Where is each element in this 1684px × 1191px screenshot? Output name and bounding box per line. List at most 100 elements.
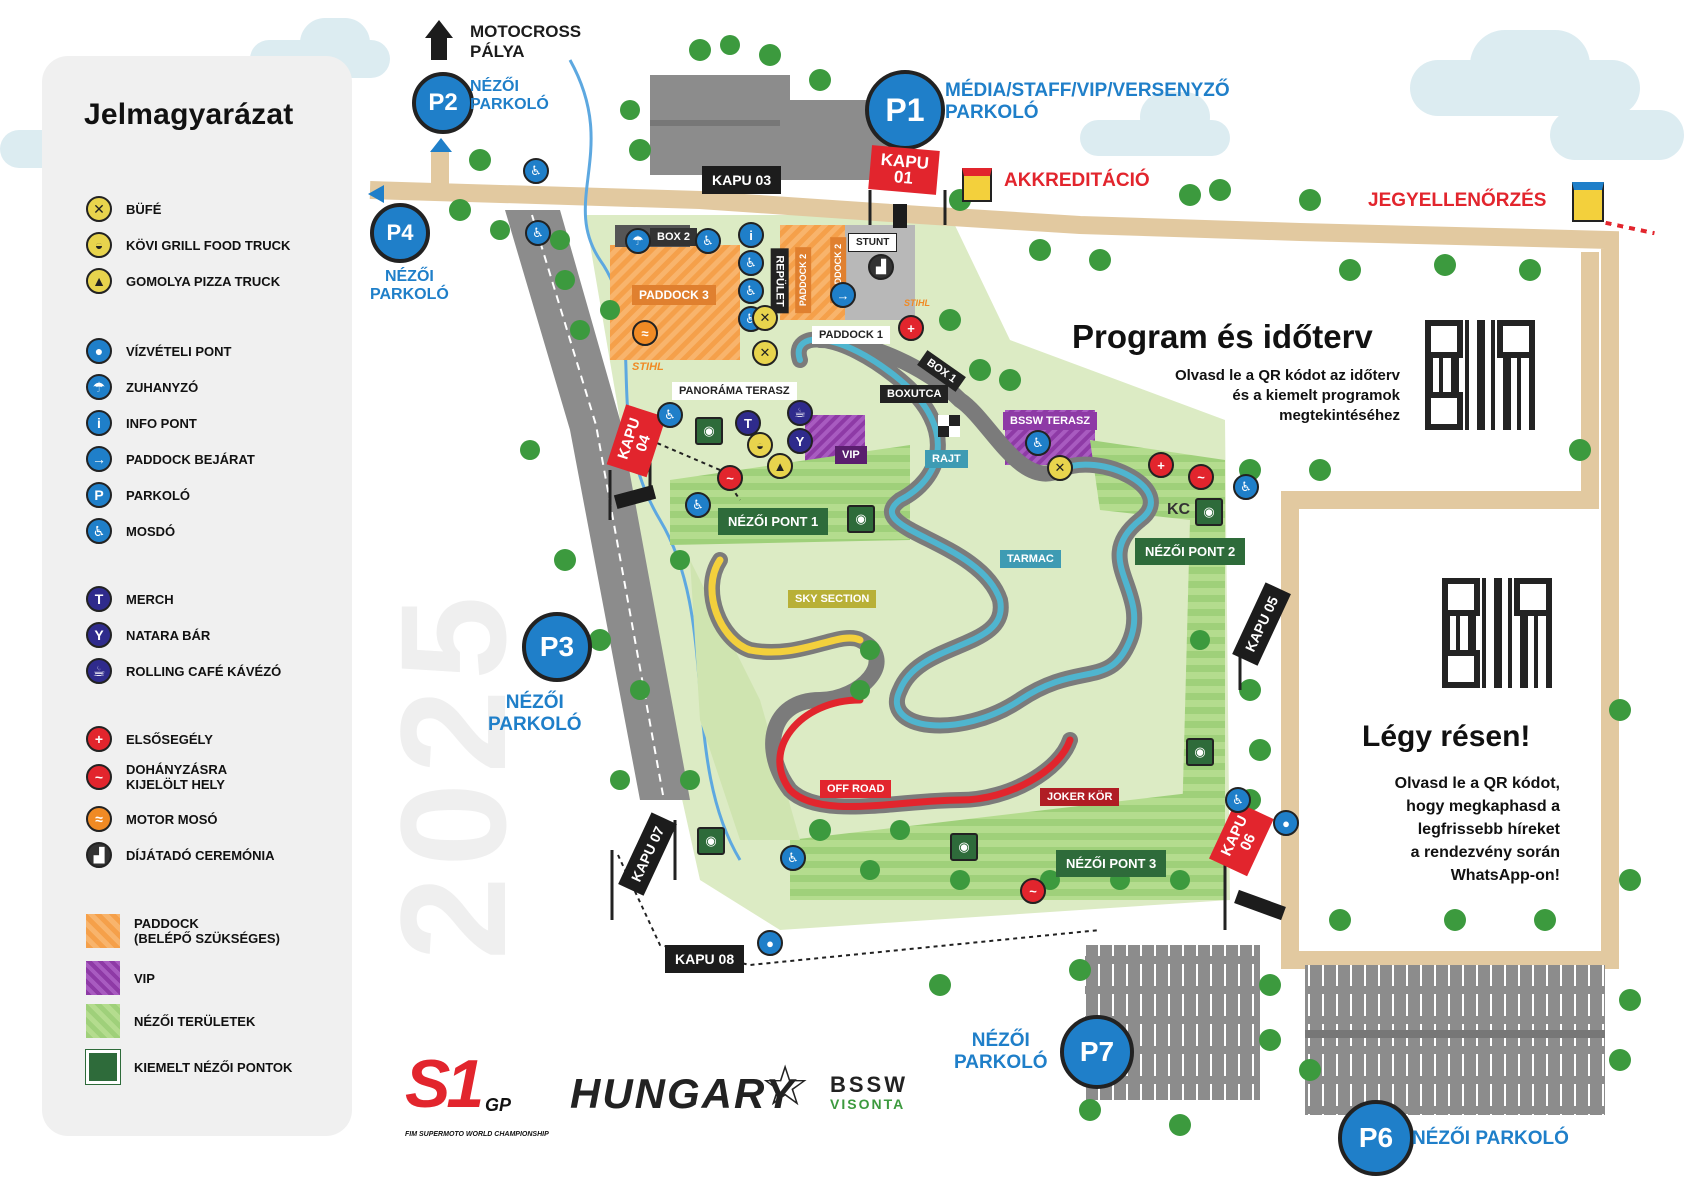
restroom-icon[interactable]: ♿ — [1233, 474, 1259, 500]
entrance-icon[interactable]: → — [830, 282, 856, 308]
eye-icon[interactable]: ◉ — [1186, 738, 1214, 766]
smoking-icon[interactable]: ~ — [1188, 464, 1214, 490]
legend-item-smoking: ~ Dohányzásra kijelölt hely — [86, 762, 227, 792]
legend-area-highlight: Kiemelt nézői pontok — [85, 1049, 292, 1085]
eye-icon[interactable]: ◉ — [695, 417, 723, 445]
gate-kapu08: KAPU 08 — [665, 945, 745, 973]
coffee-icon[interactable]: ☕ — [787, 400, 813, 426]
akkreditacio-label: AKKREDITÁCIÓ — [1004, 170, 1150, 191]
p4-badge[interactable]: P4 — [370, 203, 430, 263]
legend-area-spectator: Nézői területek — [86, 1004, 255, 1038]
podium-icon: ▟ — [86, 842, 112, 868]
cloud — [1470, 30, 1590, 100]
legend-item-cafe: ☕ Rolling café kávézó — [86, 658, 281, 684]
legend-area-paddock: Paddock (belépő szükséges) — [86, 914, 280, 948]
jegyellenorzes-label: JEGYELLENŐRZÉS — [1368, 190, 1547, 211]
tshirt-icon[interactable]: T — [735, 410, 761, 436]
repulet-label: REPÜLET — [770, 248, 789, 314]
news-title: Légy résen! — [1362, 720, 1531, 753]
p3-parking-strip — [505, 210, 690, 800]
s1-subtitle: FIM SUPERMOTO WORLD CHAMPIONSHIP — [405, 1131, 549, 1138]
p1-badge[interactable]: P1 — [865, 70, 945, 150]
p7-badge[interactable]: P7 — [1060, 1015, 1134, 1089]
legend-item-entrance: → Paddock bejárat — [86, 446, 255, 472]
water-drop-icon[interactable]: ● — [1273, 810, 1299, 836]
boxutca-label: BOXUTCA — [880, 385, 949, 403]
motor-wash-icon: ≈ — [86, 806, 112, 832]
spectator-swatch — [86, 1004, 120, 1038]
restroom-icon[interactable]: ♿ — [525, 220, 551, 246]
smoking-icon: ~ — [86, 764, 112, 790]
legend-label: Elsősegély — [126, 731, 213, 747]
shower-icon: ☂ — [86, 374, 112, 400]
news-qr-code[interactable] — [1442, 578, 1552, 688]
program-title: Program és időterv — [1072, 318, 1373, 355]
p2-badge[interactable]: P2 — [412, 72, 474, 134]
smoking-icon[interactable]: ~ — [717, 465, 743, 491]
restroom-icon[interactable]: ♿ — [738, 278, 764, 304]
glass-icon[interactable]: Y — [787, 428, 813, 454]
water-drop-icon[interactable]: ● — [757, 930, 783, 956]
program-qr-code[interactable] — [1425, 320, 1535, 430]
restroom-icon[interactable]: ♿ — [1225, 787, 1251, 813]
pizza-icon[interactable]: ▲ — [767, 453, 793, 479]
restroom-icon[interactable]: ♿ — [780, 845, 806, 871]
restroom-icon[interactable]: ♿ — [657, 402, 683, 428]
p3-badge[interactable]: P3 — [522, 612, 592, 682]
first-aid-icon[interactable]: + — [1148, 452, 1174, 478]
eye-icon[interactable]: ◉ — [1195, 498, 1223, 526]
restroom-icon[interactable]: ♿ — [685, 492, 711, 518]
parking-icon: P — [86, 482, 112, 508]
p6-badge[interactable]: P6 — [1338, 1100, 1414, 1176]
p2-label: NÉZŐI PARKOLÓ — [470, 78, 549, 113]
np3-label: NÉZŐI PONT 3 — [1056, 850, 1167, 877]
track-sky-section — [708, 556, 864, 656]
legend-label: Rolling café kávézó — [126, 663, 282, 679]
restroom-icon[interactable]: ♿ — [738, 250, 764, 276]
cutlery-icon[interactable]: ✕ — [1047, 455, 1073, 481]
legend-area-vip: VIP — [86, 961, 155, 995]
first-aid-icon: + — [86, 726, 112, 752]
smoking-icon[interactable]: ~ — [1020, 878, 1046, 904]
entrance-icon: → — [86, 446, 112, 472]
s1-mark: S1 — [405, 1046, 484, 1122]
eye-icon[interactable]: ◉ — [697, 827, 725, 855]
panorama-label: PANORÁMA TERASZ — [672, 382, 797, 400]
vip-swatch — [86, 961, 120, 995]
restroom-icon[interactable]: ♿ — [523, 158, 549, 184]
legend-label: Mosdó — [126, 523, 176, 539]
legend-label: Díjátadó ceremónia — [126, 847, 275, 863]
burger-icon[interactable]: ◒ — [747, 432, 773, 458]
podium-icon[interactable]: ▟ — [868, 254, 894, 280]
motor-wash-icon[interactable]: ≈ — [632, 320, 658, 346]
eye-icon[interactable]: ◉ — [950, 833, 978, 861]
gp-mark: GP — [485, 1095, 512, 1115]
p7-label: NÉZŐI PARKOLÓ — [954, 1030, 1048, 1073]
np1-label: NÉZŐI PONT 1 — [718, 508, 829, 535]
restroom-icon[interactable]: ♿ — [1025, 430, 1051, 456]
legend-item-motor-wash: ≈ Motor mosó — [86, 806, 217, 832]
shower-icon[interactable]: ☂ — [625, 228, 651, 254]
legend-label: Motor mosó — [126, 811, 218, 827]
motocross-label: MOTOCROSS PÁLYA — [470, 22, 582, 61]
eye-icon[interactable]: ◉ — [847, 505, 875, 533]
restroom-icon[interactable]: ♿ — [695, 228, 721, 254]
np2-label: NÉZŐI PONT 2 — [1135, 538, 1246, 565]
star-icon: ☆ — [760, 1054, 811, 1117]
first-aid-icon[interactable]: + — [898, 315, 924, 341]
legend-item-shower: ☂ Zuhanyzó — [86, 374, 198, 400]
arrow-down-icon — [893, 204, 907, 228]
burger-icon: ◒ — [86, 232, 112, 258]
sky-section-label: SKY SECTION — [788, 590, 877, 608]
hungary-label: HUNGARY — [570, 1070, 796, 1117]
cutlery-icon[interactable]: ✕ — [752, 340, 778, 366]
gate-kapu01: KAPU 01 — [868, 145, 940, 195]
bssw-logo: ☆ BSSW VISONTA — [760, 1058, 940, 1124]
rajt-label: RAJT — [925, 450, 968, 468]
booth-icon — [962, 168, 992, 202]
arrow-up-blue-icon — [430, 138, 452, 152]
cutlery-icon[interactable]: ✕ — [752, 305, 778, 331]
p6-label: NÉZŐI PARKOLÓ — [1412, 1128, 1569, 1149]
stihl-label: STIHL — [632, 361, 664, 373]
info-icon[interactable]: i — [738, 222, 764, 248]
